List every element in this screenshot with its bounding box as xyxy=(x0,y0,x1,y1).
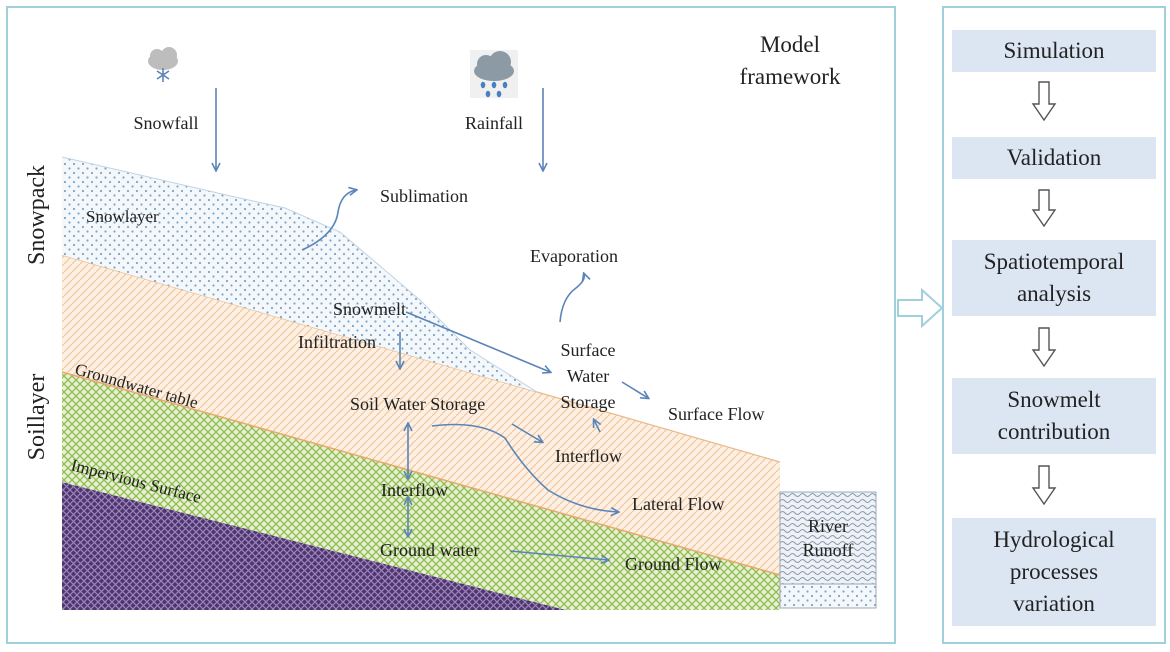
snow-layer xyxy=(62,157,537,392)
snowlayer-label: Snowlayer xyxy=(86,207,159,226)
framework-title-line2: framework xyxy=(740,64,841,89)
model-framework-panel xyxy=(6,6,896,644)
workflow-step-simulation: Simulation xyxy=(952,30,1156,72)
rainfall-label: Rainfall xyxy=(465,113,523,133)
workflow-step-hydrological-line2: processes xyxy=(1009,559,1099,584)
snowmelt-label: Snowmelt xyxy=(333,299,406,319)
framework-to-workflow-arrow xyxy=(897,287,944,329)
interflow-upper-label: Interflow xyxy=(555,446,622,466)
snow-cloud-icon xyxy=(148,47,178,82)
workflow-panel xyxy=(942,6,1166,644)
framework-title-line1: Model xyxy=(760,32,820,57)
rain-cloud-icon xyxy=(470,50,518,98)
workflow-step-validation: Validation xyxy=(952,137,1156,179)
surface-flow-label: Surface Flow xyxy=(668,404,764,424)
interflow-lower-label: Interflow xyxy=(381,480,448,500)
workflow-step-hydrological-processes-variation: Hydrological processes variation xyxy=(952,518,1156,626)
snowpack-label: Snowpack xyxy=(24,165,50,265)
soillayer-label: Soillayer xyxy=(24,374,50,461)
snowfall-label: Snowfall xyxy=(134,113,199,133)
workflow-step-validation-text: Validation xyxy=(1006,145,1102,170)
workflow-down-arrow-2 xyxy=(1031,189,1057,228)
workflow-step-hydrological-line3: variation xyxy=(1013,591,1095,616)
workflow-step-hydrological-line1: Hydrological xyxy=(993,527,1115,552)
river-bed xyxy=(779,583,877,609)
soil-water-storage-label: Soil Water Storage xyxy=(350,394,485,414)
surface-flow-arrow xyxy=(621,381,648,398)
groundwater-layer xyxy=(62,372,780,610)
infiltration-label: Infiltration xyxy=(298,332,376,352)
interflow-arrow xyxy=(511,423,542,442)
workflow-step-simulation-text: Simulation xyxy=(1003,38,1105,63)
snow-surface-line xyxy=(61,156,538,393)
river-runoff-label-1: River xyxy=(808,516,848,536)
snowmelt-arrow xyxy=(405,311,550,372)
river-channel xyxy=(779,491,877,585)
workflow-step-snowmelt-line2: contribution xyxy=(997,419,1111,444)
evaporation-label: Evaporation xyxy=(530,246,618,266)
sublimation-arrow xyxy=(301,190,356,251)
lateral-flow-label: Lateral Flow xyxy=(632,494,724,514)
ground-flow-arrow xyxy=(509,550,608,560)
workflow-step-spatiotemporal-line2: analysis xyxy=(1016,281,1092,306)
workflow-down-arrow-1 xyxy=(1031,81,1057,122)
surface-water-storage-label-1: Surface xyxy=(561,340,616,360)
lateral-flow-arrow xyxy=(431,423,618,513)
workflow-step-snowmelt-contribution: Snowmelt contribution xyxy=(952,378,1156,454)
groundwater-table-line xyxy=(61,371,781,576)
ground-flow-label: Ground Flow xyxy=(625,554,722,574)
sublimation-label: Sublimation xyxy=(380,186,468,206)
workflow-step-snowmelt-line1: Snowmelt xyxy=(1007,387,1101,412)
workflow-down-arrow-3 xyxy=(1031,327,1057,368)
workflow-step-spatiotemporal-analysis: Spatiotemporal analysis xyxy=(952,240,1156,316)
surface-water-storage-label-3: Storage xyxy=(561,392,616,412)
river-runoff-label-2: Runoff xyxy=(803,540,854,560)
swstorage-infiltration-arrow xyxy=(594,420,600,433)
soil-layer xyxy=(62,255,780,575)
workflow-step-spatiotemporal-line1: Spatiotemporal xyxy=(983,249,1125,274)
ground-water-label: Ground water xyxy=(380,540,479,560)
workflow-down-arrow-4 xyxy=(1031,465,1057,506)
surface-water-storage-label-2: Water xyxy=(567,366,610,386)
evaporation-arrow xyxy=(559,274,584,323)
